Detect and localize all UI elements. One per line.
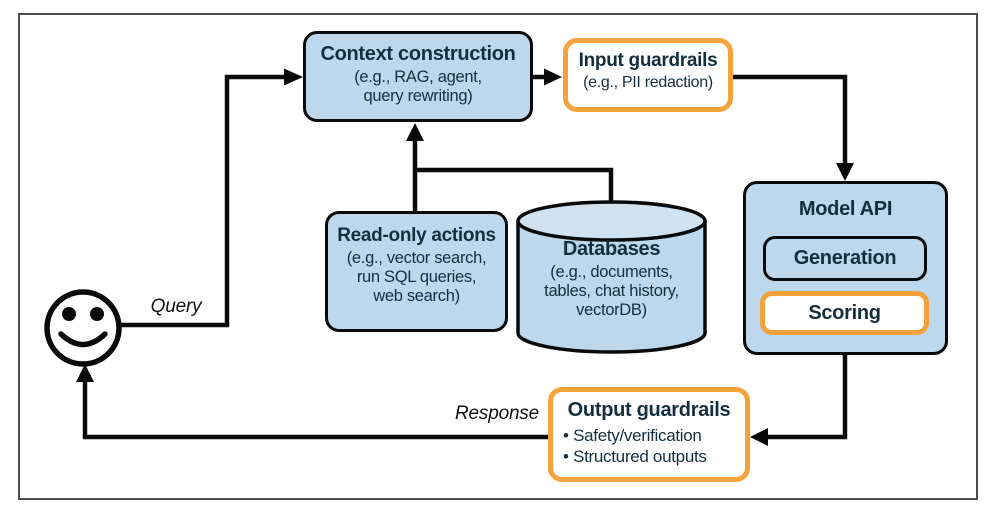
label-response: Response <box>455 403 539 424</box>
node-subtitle: (e.g., documents, tables, chat history, … <box>544 263 679 320</box>
node-title: Scoring <box>808 301 881 324</box>
node-subtitle: (e.g., RAG, agent, query rewriting) <box>354 68 482 106</box>
figure-border <box>18 13 978 500</box>
arrowhead-query-icon <box>284 68 303 86</box>
label-query: Query <box>150 296 202 317</box>
connector-query <box>119 74 287 328</box>
node-input-guardrails: Input guardrails (e.g., PII redaction) <box>563 38 733 112</box>
connector-response <box>82 381 548 440</box>
arrowhead-context-to-input-icon <box>544 68 562 86</box>
bullet-item: Structured outputs <box>563 446 745 467</box>
node-databases: Databases (e.g., documents, tables, chat… <box>523 238 700 320</box>
connector-input-to-model <box>733 74 848 166</box>
node-title: Input guardrails <box>578 50 718 71</box>
bullet-item: Safety/verification <box>563 425 745 446</box>
connector-model-to-output <box>766 355 848 440</box>
arrowhead-input-to-model-icon <box>836 163 854 181</box>
arrowhead-readonly-to-context-icon <box>406 123 424 141</box>
node-title: Model API <box>798 198 893 220</box>
node-output-guardrails: Output guardrails Safety/verification St… <box>548 387 750 482</box>
node-subtitle: (e.g., vector search, run SQL queries, w… <box>346 248 487 306</box>
arrowhead-model-to-output-icon <box>750 428 768 446</box>
node-title: Read-only actions <box>337 225 496 246</box>
node-read-only-actions: Read-only actions (e.g., vector search, … <box>325 211 508 332</box>
node-title: Databases <box>562 238 661 260</box>
node-bullet-list: Safety/verification Structured outputs <box>553 425 745 468</box>
database-cylinder-icon <box>516 200 707 354</box>
node-title: Generation <box>793 247 897 269</box>
node-title: Output guardrails <box>567 399 731 421</box>
connector-databases-to-context <box>415 167 614 203</box>
node-subtitle: (e.g., PII redaction) <box>583 73 713 91</box>
node-context-construction: Context construction (e.g., RAG, agent, … <box>303 31 533 122</box>
node-generation: Generation <box>763 236 927 281</box>
smiley-face-icon <box>44 289 122 367</box>
arrowhead-response-icon <box>76 364 94 382</box>
node-scoring: Scoring <box>760 291 929 335</box>
node-title: Context construction <box>320 43 516 65</box>
